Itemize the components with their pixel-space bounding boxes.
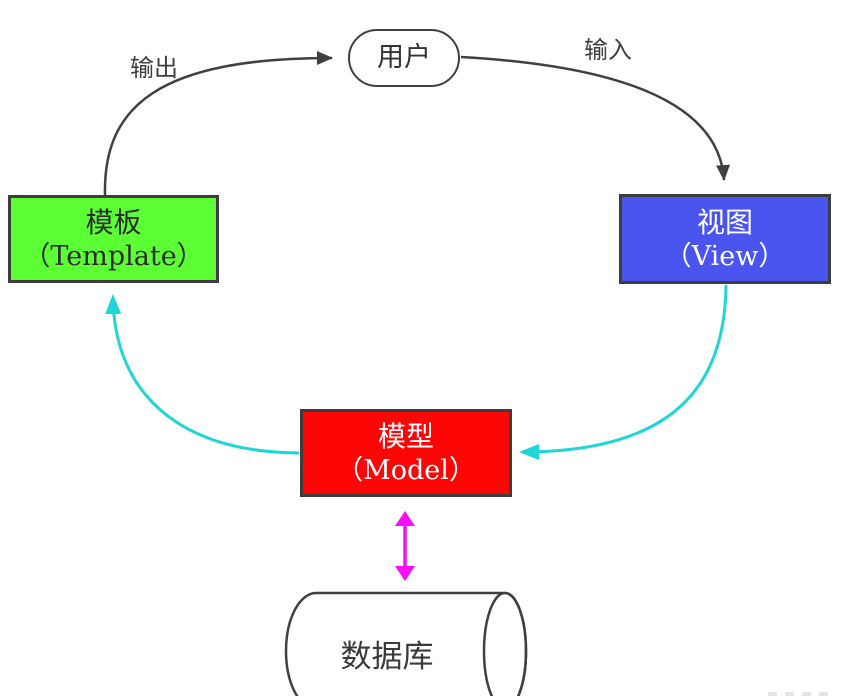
edge-label-output: 输出	[130, 55, 178, 82]
node-view-subtitle: （View）	[664, 240, 786, 272]
node-user: 用户	[348, 29, 460, 87]
node-user-label: 用户	[377, 42, 431, 73]
database-cylinder-rim	[482, 591, 528, 696]
watermark-fragment	[768, 692, 832, 696]
node-model: 模型 （Model）	[300, 409, 512, 497]
edge-input-user-to-view	[460, 55, 731, 181]
node-model-subtitle: （Model）	[336, 454, 476, 486]
node-template: 模板 （Template）	[8, 195, 219, 283]
node-view: 视图 （View）	[619, 194, 831, 284]
edge-model-to-template	[105, 294, 300, 455]
node-model-title: 模型	[377, 420, 434, 452]
node-view-title: 视图	[696, 206, 753, 238]
node-template-title: 模板	[85, 206, 142, 238]
edge-label-input: 输入	[584, 37, 632, 64]
node-template-subtitle: （Template）	[23, 240, 204, 272]
edge-view-to-model	[519, 284, 728, 460]
node-database-label: 数据库	[340, 639, 434, 674]
edge-output-template-to-user	[103, 51, 333, 196]
